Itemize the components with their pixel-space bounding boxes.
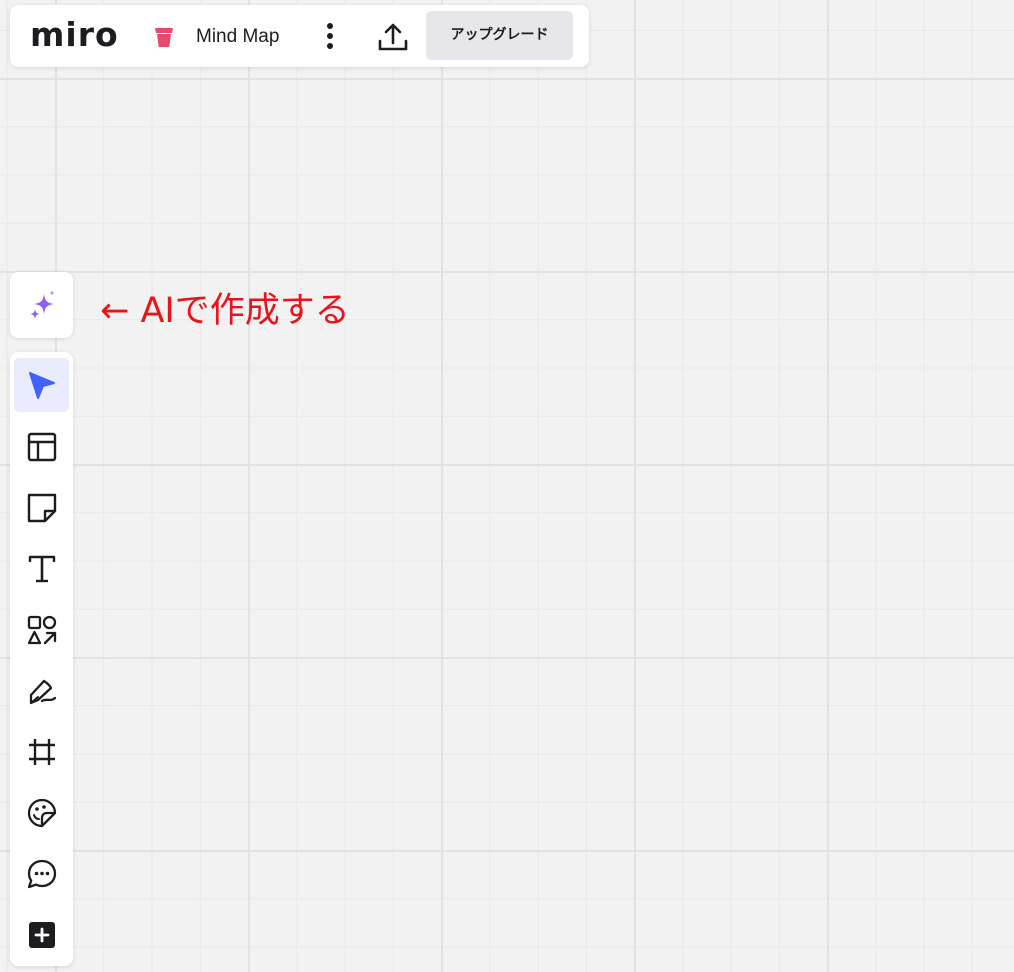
frame-tool[interactable] (14, 724, 69, 778)
layout-template-icon (27, 432, 57, 462)
board-cup-icon[interactable] (152, 25, 176, 49)
text-icon (28, 555, 56, 583)
shapes-lines-icon (27, 615, 57, 645)
templates-tool[interactable] (14, 419, 69, 473)
ai-create-annotation: ← AIで作成する (100, 291, 350, 331)
text-tool[interactable] (14, 541, 69, 595)
comment-tool[interactable] (14, 846, 69, 900)
ai-sparkle-icon[interactable] (20, 282, 64, 328)
cursor-arrow-icon (29, 372, 55, 399)
frame-icon (29, 739, 55, 765)
plus-square-icon (29, 922, 55, 948)
upgrade-button[interactable]: アップグレード (426, 11, 573, 60)
tools-toolbar (10, 352, 73, 966)
stickers-tool[interactable] (14, 785, 69, 839)
shapes-tool[interactable] (14, 602, 69, 656)
export-upload-icon[interactable] (376, 21, 410, 53)
sticky-note-tool[interactable] (14, 480, 69, 534)
more-tools-button[interactable] (14, 907, 69, 961)
sticker-icon (27, 798, 57, 828)
board-name[interactable]: Mind Map (196, 26, 280, 47)
pen-icon (29, 679, 57, 705)
sticky-note-icon (27, 493, 57, 523)
select-tool[interactable] (14, 358, 69, 412)
pen-tool[interactable] (14, 663, 69, 717)
ai-panel (10, 272, 73, 338)
comment-icon (27, 859, 57, 889)
miro-logo[interactable]: miro (30, 15, 119, 54)
vertical-dots-icon[interactable] (318, 21, 342, 51)
top-bar: miro Mind Map アップグレード (10, 5, 589, 67)
